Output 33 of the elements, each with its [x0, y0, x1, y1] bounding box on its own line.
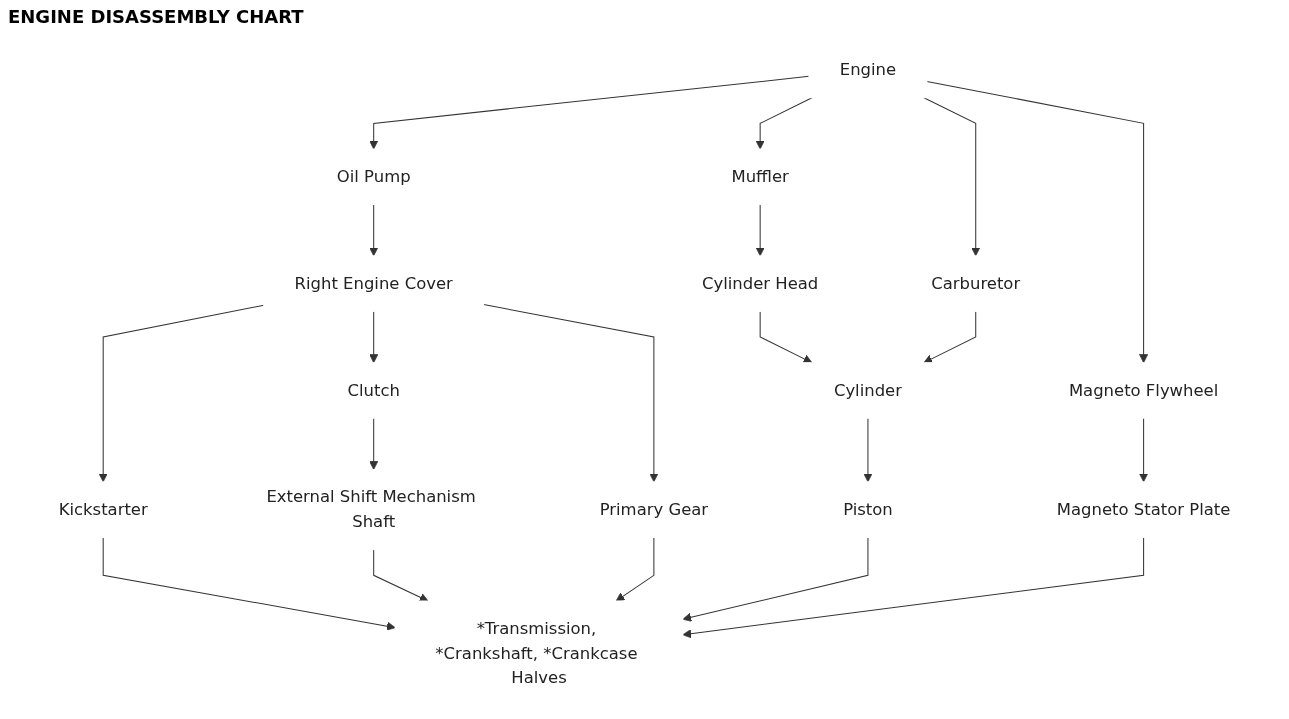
node-text: Cylinder Head: [702, 273, 819, 293]
arrow: [755, 204, 765, 257]
node-text: Magneto Stator Plate: [1056, 499, 1231, 519]
node-text: Kickstarter: [58, 499, 148, 519]
node-text: Clutch: [347, 380, 400, 400]
node-text: Engine: [839, 59, 897, 80]
arrow: [1139, 417, 1149, 483]
node-text: External Shift Mechanism Shaft: [266, 486, 476, 532]
arrow: [369, 310, 379, 364]
arrow: [373, 549, 429, 602]
node-text: Carburetor: [931, 273, 1021, 293]
arrow: [926, 80, 1149, 364]
arrow: [923, 310, 977, 364]
node-text: Primary Gear: [599, 499, 709, 519]
arrow: [483, 304, 659, 483]
node-text: Right Engine Cover: [294, 273, 453, 293]
node-text: Magneto Flywheel: [1068, 380, 1219, 400]
arrow: [759, 310, 813, 364]
arrow: [755, 97, 813, 150]
arrow: [863, 417, 873, 483]
node-text: Piston: [843, 499, 893, 519]
node-text: Muffler: [731, 166, 789, 187]
node-text: *Transmission, *Crankshaft, *Crankcase Halves: [435, 618, 638, 688]
chart-title: ENGINE DISASSEMBLY CHART: [8, 6, 304, 27]
arrow: [682, 536, 869, 622]
arrow: [369, 417, 379, 470]
arrow: [102, 536, 396, 631]
arrow: [369, 204, 379, 257]
arrow: [615, 536, 655, 602]
node-text: Oil Pump: [336, 166, 411, 187]
node-text: Cylinder: [833, 380, 902, 400]
arrow: [682, 536, 1145, 639]
arrow: [923, 97, 981, 257]
